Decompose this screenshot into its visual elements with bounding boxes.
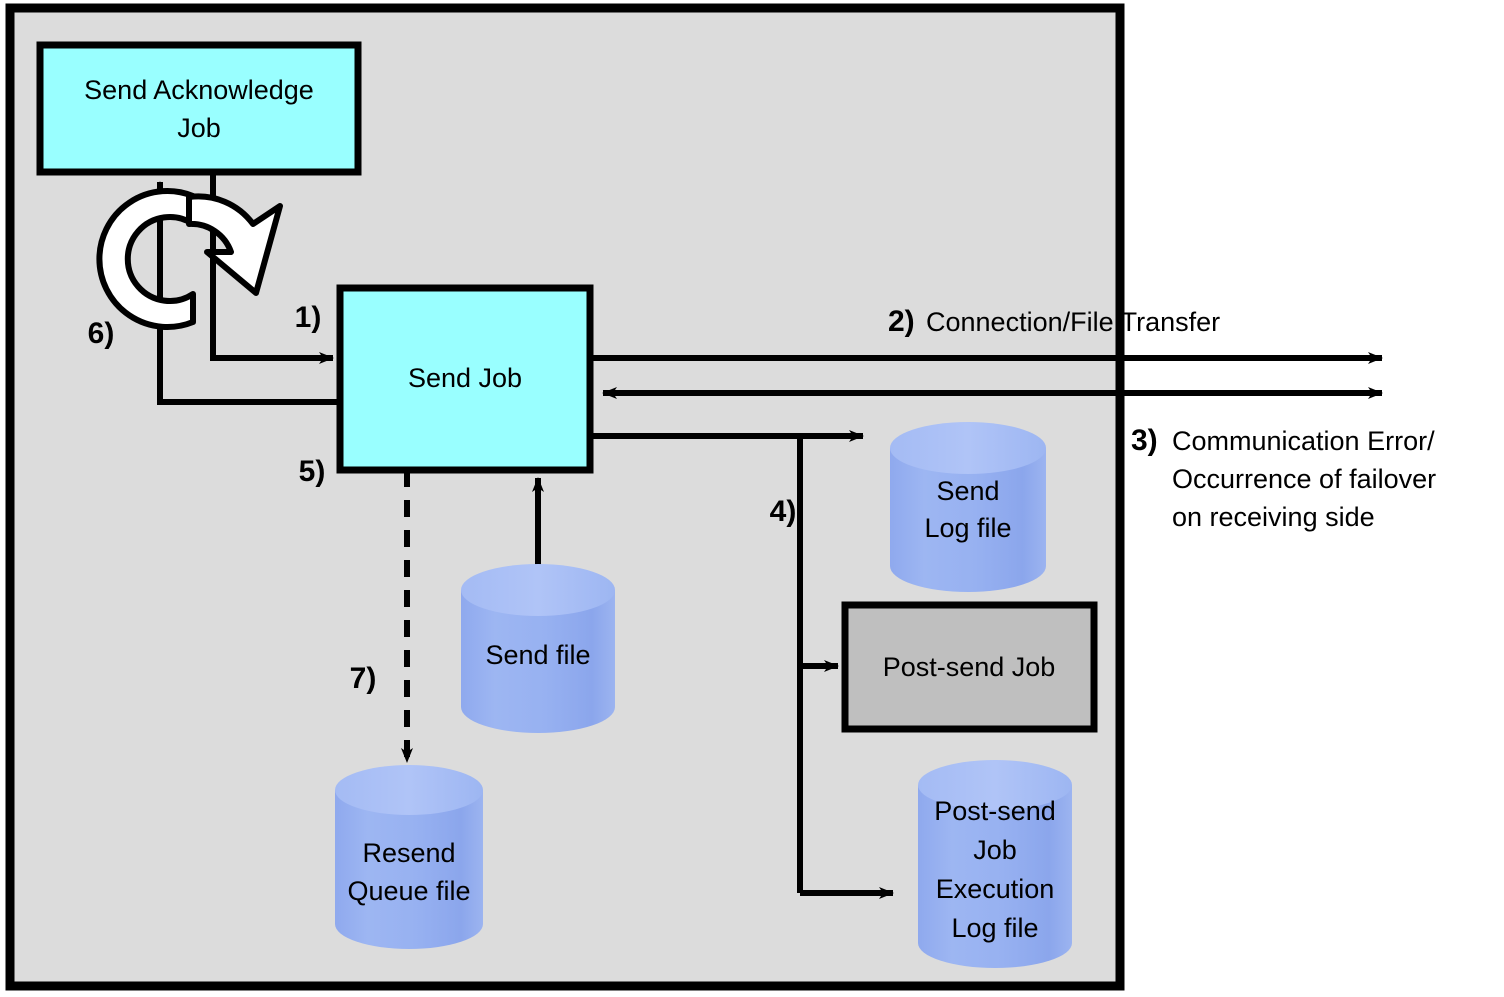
annotation-step3-number: 3) — [1131, 424, 1158, 457]
arrow-sendjob-to-ack-step6 — [154, 181, 340, 405]
exec-log-file-label-line2: Job — [973, 835, 1017, 865]
annotation-step2-text: Connection/File Transfer — [926, 307, 1220, 337]
send-acknowledge-job-label-line2: Job — [177, 113, 221, 143]
node-send-log-file[interactable]: Send Log file — [890, 422, 1046, 592]
annotation-step2-number: 2) — [888, 305, 915, 338]
post-send-job-label: Post-send Job — [883, 652, 1056, 682]
connector-layer — [154, 172, 1383, 899]
annotation-step3: 3) Communication Error/ Occurrence of fa… — [1131, 424, 1436, 532]
exec-log-file-label-line4: Log file — [951, 913, 1038, 943]
annotation-step2: 2) Connection/File Transfer — [888, 305, 1220, 338]
step-label-6: 6) — [88, 317, 115, 350]
resend-queue-file-label-line1: Resend — [362, 838, 455, 868]
step-label-1: 1) — [295, 301, 322, 334]
node-resend-queue-file[interactable]: Resend Queue file — [335, 765, 483, 949]
node-send-acknowledge-job[interactable]: Send Acknowledge Job — [36, 41, 362, 176]
resend-queue-file-label-line2: Queue file — [347, 876, 470, 906]
node-post-send-job[interactable]: Post-send Job — [841, 601, 1098, 733]
send-log-file-label-line1: Send — [936, 476, 999, 506]
arrow-ack-to-sendjob-step1 — [210, 172, 334, 364]
node-send-file[interactable]: Send file — [461, 564, 615, 733]
send-job-label: Send Job — [408, 363, 522, 393]
step-label-5: 5) — [299, 455, 326, 488]
step-label-7: 7) — [350, 662, 377, 695]
circular-arrow-icon — [96, 188, 283, 330]
send-acknowledge-job-label-line1: Send Acknowledge — [84, 75, 314, 105]
annotation-step3-line3: on receiving side — [1172, 502, 1375, 532]
exec-log-file-label-line1: Post-send — [934, 796, 1056, 826]
annotation-step3-line1: Communication Error/ — [1172, 426, 1435, 456]
annotation-step3-line2: Occurrence of failover — [1172, 464, 1436, 494]
node-send-job[interactable]: Send Job — [336, 284, 594, 474]
step-label-4: 4) — [770, 495, 797, 528]
node-post-send-job-execution-log-file[interactable]: Post-send Job Execution Log file — [918, 760, 1072, 968]
step-number-labels: 1) 4) 5) 6) 7) — [88, 301, 797, 695]
send-log-file-label-line2: Log file — [924, 513, 1011, 543]
send-file-label: Send file — [485, 640, 590, 670]
exec-log-file-label-line3: Execution — [936, 874, 1055, 904]
